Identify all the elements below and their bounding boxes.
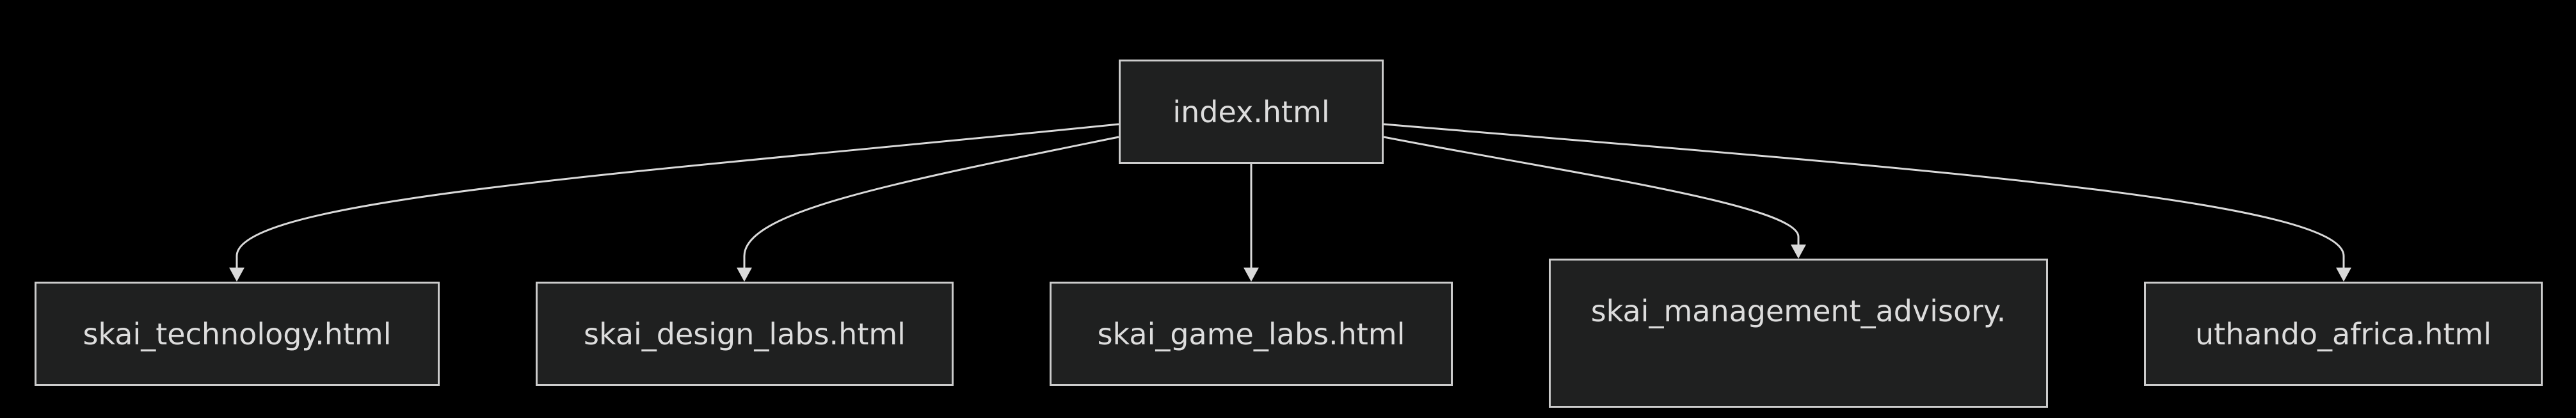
edge-index-to-skai-technology xyxy=(236,123,1119,269)
node-skai-design-labs-html: skai_design_labs.html xyxy=(536,282,954,386)
edge-index-to-skai-design-labs xyxy=(743,136,1119,269)
node-label: uthando_africa.html xyxy=(2195,316,2492,351)
node-skai-management-advisory: skai_management_advisory. xyxy=(1549,259,2048,408)
node-label: skai_management_advisory. xyxy=(1590,294,2006,328)
arrowhead-skai-management-advisory xyxy=(1791,245,1806,259)
edge-index-to-skai-management-advisory xyxy=(1383,136,1800,246)
node-label: skai_design_labs.html xyxy=(584,316,906,351)
arrowhead-skai-game-labs xyxy=(1244,268,1259,282)
arrowhead-skai-technology xyxy=(229,268,244,282)
node-label: skai_technology.html xyxy=(83,316,392,351)
edge-index-to-uthando-africa xyxy=(1383,123,2345,269)
arrowhead-uthando-africa xyxy=(2336,268,2351,282)
node-index-html: index.html xyxy=(1119,60,1384,164)
node-skai-technology-html: skai_technology.html xyxy=(35,282,440,386)
node-label: skai_game_labs.html xyxy=(1097,316,1405,351)
node-label: index.html xyxy=(1172,94,1330,129)
node-skai-game-labs-html: skai_game_labs.html xyxy=(1050,282,1453,386)
arrowhead-skai-design-labs xyxy=(737,268,752,282)
node-uthando-africa-html: uthando_africa.html xyxy=(2144,282,2543,386)
